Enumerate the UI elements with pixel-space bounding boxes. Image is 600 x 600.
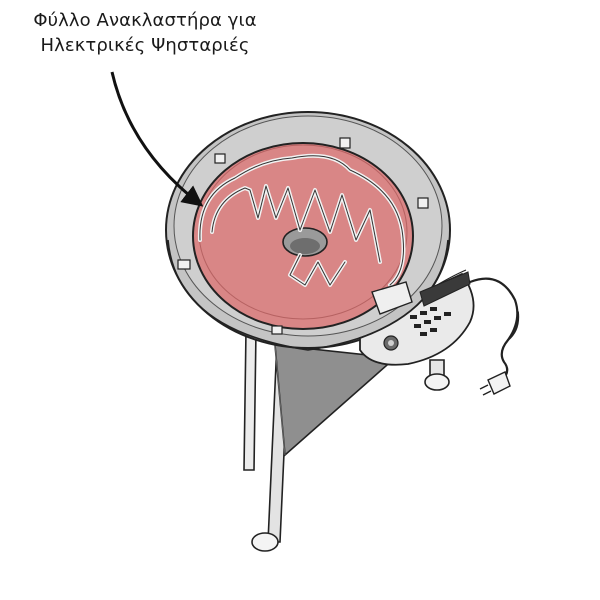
left-leg bbox=[243, 329, 257, 471]
drip-tray bbox=[274, 344, 397, 457]
caption-line-2: Ηλεκτρικές Ψησταριές bbox=[40, 35, 250, 56]
element-connector bbox=[371, 281, 413, 315]
power-cord bbox=[468, 277, 520, 384]
rim-clips bbox=[177, 137, 429, 335]
callout-arrow bbox=[110, 71, 204, 207]
caption-line-1: Φύλλο Ανακλαστήρα για bbox=[33, 10, 257, 31]
power-plug-icon bbox=[479, 371, 511, 396]
right-leg bbox=[424, 359, 450, 391]
heating-element-outline bbox=[199, 155, 404, 286]
diagram-caption: Φύλλο Ανακλαστήρα για Ηλεκτρικές Ψησταρι… bbox=[0, 8, 290, 58]
control-unit bbox=[359, 269, 475, 366]
control-knob-icon bbox=[383, 335, 399, 351]
control-buttons bbox=[410, 307, 451, 336]
